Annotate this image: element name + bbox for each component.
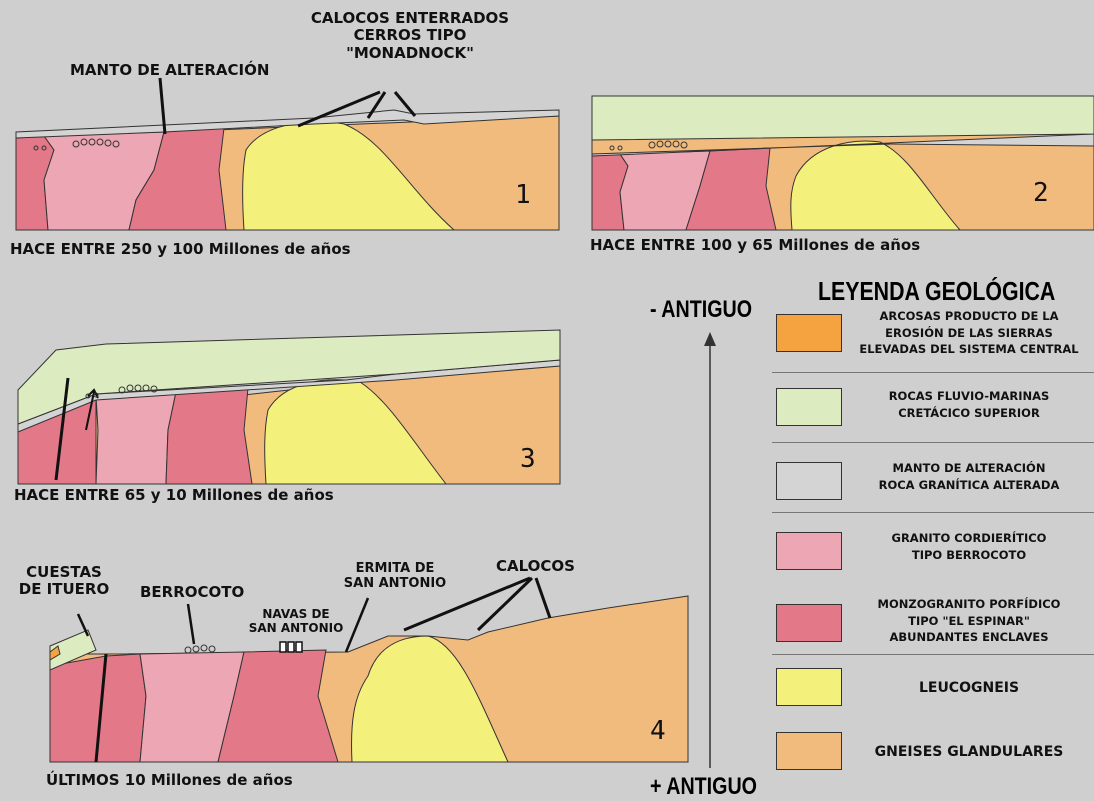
label-ermita-san-antonio: ERMITA DE SAN ANTONIO bbox=[340, 561, 450, 592]
legend-divider bbox=[772, 442, 1094, 443]
legend-text-granito: GRANITO CORDIERÍTICO TIPO BERROCOTO bbox=[846, 530, 1092, 563]
legend-arcosas-line1: ARCOSAS PRODUCTO DE LA bbox=[879, 309, 1059, 323]
legend-monzo-line2: TIPO "EL ESPINAR" bbox=[908, 613, 1030, 628]
panel-4-pointer-lines bbox=[76, 576, 552, 653]
legend-manto-line2: ROCA GRANÍTICA ALTERADA bbox=[878, 477, 1060, 492]
label-navas-line2: SAN ANTONIO bbox=[248, 620, 344, 635]
legend-text-leucogneis: LEUCOGNEIS bbox=[846, 678, 1092, 698]
label-navas-line1: NAVAS DE bbox=[262, 607, 330, 621]
cross-section-panel-3 bbox=[17, 329, 561, 485]
time-axis-arrow bbox=[704, 332, 716, 768]
legend-manto-line1: MANTO DE ALTERACIÓN bbox=[892, 461, 1046, 475]
panel-4-caption: ÚLTIMOS 10 Millones de años bbox=[46, 771, 293, 789]
panel-3-caption: HACE ENTRE 65 y 10 Millones de años bbox=[14, 486, 334, 504]
panel-2-number: 2 bbox=[1033, 178, 1049, 208]
panel-1-caption: HACE ENTRE 250 y 100 Millones de años bbox=[10, 240, 351, 258]
panel-4-number: 4 bbox=[650, 716, 666, 746]
label-calocos-enterrados-line1: CALOCOS ENTERRADOS bbox=[310, 9, 510, 27]
legend-arcosas-line2: EROSIÓN DE LAS SIERRAS bbox=[885, 325, 1053, 340]
label-berrocoto: BERROCOTO bbox=[140, 583, 245, 601]
legend-text-manto: MANTO DE ALTERACIÓN ROCA GRANÍTICA ALTER… bbox=[846, 460, 1092, 493]
panel-3-number: 3 bbox=[520, 444, 536, 474]
legend-swatch-manto bbox=[776, 462, 842, 500]
legend-text-monzogranito: MONZOGRANITO PORFÍDICO TIPO "EL ESPINAR"… bbox=[846, 596, 1092, 646]
legend-fluvio-line2: CRETÁCICO SUPERIOR bbox=[898, 405, 1040, 420]
label-navas-san-antonio: NAVAS DE SAN ANTONIO bbox=[246, 607, 346, 636]
label-ermita-line1: ERMITA DE bbox=[355, 561, 435, 576]
label-calocos: CALOCOS bbox=[496, 557, 575, 575]
legend-monzo-line3: ABUNDANTES ENCLAVES bbox=[889, 630, 1049, 645]
label-cuestas-line2: DE ITUERO bbox=[18, 580, 110, 599]
legend-leuco-line1: LEUCOGNEIS bbox=[918, 680, 1020, 696]
axis-top-label: - ANTIGUO bbox=[650, 296, 753, 323]
legend-title: LEYENDA GEOLÓGICA bbox=[818, 276, 1056, 306]
label-manto-alteracion: MANTO DE ALTERACIÓN bbox=[70, 61, 270, 79]
legend-swatch-leucogneis bbox=[776, 668, 842, 706]
legend-divider bbox=[772, 512, 1094, 513]
panel-1-pointer-lines bbox=[158, 77, 417, 135]
legend-swatch-monzogranito bbox=[776, 604, 842, 642]
legend-gneises-line1: GNEISES GLANDULARES bbox=[874, 744, 1064, 760]
legend-text-fluvio-marinas: ROCAS FLUVIO-MARINAS CRETÁCICO SUPERIOR bbox=[846, 388, 1092, 421]
label-ermita-line2: SAN ANTONIO bbox=[343, 575, 447, 591]
legend-swatch-fluvio-marinas bbox=[776, 388, 842, 426]
cross-section-panel-1 bbox=[15, 109, 560, 231]
legend-fluvio-line1: ROCAS FLUVIO-MARINAS bbox=[888, 389, 1050, 403]
legend-divider bbox=[772, 654, 1094, 655]
legend-swatch-gneises bbox=[776, 732, 842, 770]
legend-text-arcosas: ARCOSAS PRODUCTO DE LA EROSIÓN DE LAS SI… bbox=[846, 308, 1092, 358]
legend-monzo-line1: MONZOGRANITO PORFÍDICO bbox=[877, 597, 1061, 611]
legend-text-gneises: GNEISES GLANDULARES bbox=[846, 742, 1092, 762]
legend-divider bbox=[772, 372, 1094, 373]
cross-section-panel-4 bbox=[49, 595, 689, 763]
cross-section-panel-2 bbox=[591, 95, 1094, 231]
legend-swatch-arcosas bbox=[776, 314, 842, 352]
legend-arcosas-line3: ELEVADAS DEL SISTEMA CENTRAL bbox=[859, 342, 1079, 357]
label-calocos-enterrados-line3: "MONADNOCK" bbox=[346, 43, 474, 62]
label-calocos-enterrados-line2: CERROS TIPO bbox=[353, 26, 467, 45]
axis-bottom-label: + ANTIGUO bbox=[650, 773, 757, 800]
legend-swatch-granito bbox=[776, 532, 842, 570]
label-cuestas-ituero: CUESTAS DE ITUERO bbox=[4, 563, 124, 599]
panel-1-number: 1 bbox=[515, 180, 531, 210]
label-calocos-enterrados: CALOCOS ENTERRADOS CERROS TIPO "MONADNOC… bbox=[290, 9, 530, 62]
label-cuestas-line1: CUESTAS bbox=[26, 563, 102, 581]
legend-granito-line1: GRANITO CORDIERÍTICO bbox=[891, 531, 1047, 545]
panel-2-caption: HACE ENTRE 100 y 65 Millones de años bbox=[590, 236, 921, 254]
legend-granito-line2: TIPO BERROCOTO bbox=[911, 547, 1027, 562]
